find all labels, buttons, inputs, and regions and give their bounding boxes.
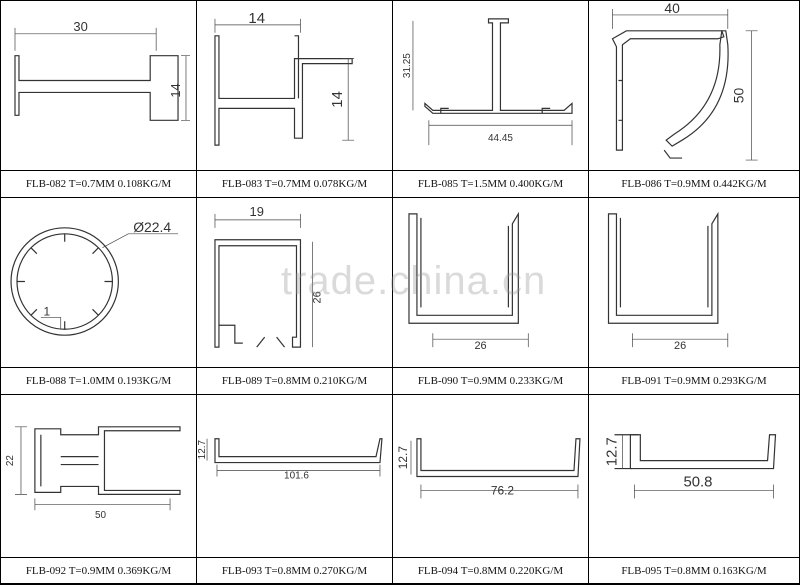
dim-label: 31.25 [402,53,413,78]
profile-caption: FLB-088 T=1.0MM 0.193KG/M [1,368,197,395]
drawing-flb-092: 22 50 [1,395,197,558]
dim-label: Ø22.4 [133,219,171,235]
dim-label: 12.7 [197,440,208,460]
drawing-flb-093: 12.7 101.6 [197,395,393,558]
dim-label: 12.7 [396,446,410,470]
dim-label: 14 [168,83,183,97]
profile-caption: FLB-094 T=0.8MM 0.220KG/M [393,558,589,584]
profile-caption: FLB-092 T=0.9MM 0.369KG/M [1,558,197,584]
dim-label: 50 [95,510,107,521]
dim-label: 12.7 [604,437,620,466]
dim-label: 44.45 [488,133,513,144]
dim-label: 76.2 [491,483,515,497]
dim-label: 26 [311,291,323,303]
drawing-flb-083: 14 14 [197,1,393,171]
profile-caption: FLB-086 T=0.9MM 0.442KG/M [589,171,799,198]
dim-label: 26 [674,340,686,352]
profile-caption: FLB-090 T=0.9MM 0.233KG/M [393,368,589,395]
dim-label: 30 [73,19,87,34]
drawing-flb-094: 12.7 76.2 [393,395,589,558]
dim-label: 1 [43,304,50,318]
drawing-flb-089: 19 26 [197,198,393,368]
profile-caption: FLB-093 T=0.8MM 0.270KG/M [197,558,393,584]
dim-label: 14 [248,11,265,27]
dim-label: 22 [5,455,16,467]
dim-label: 50.8 [683,474,712,490]
dim-label: 26 [474,340,486,352]
drawing-flb-090: 26 [393,198,589,368]
drawing-flb-085: 31.25 44.45 [393,1,589,171]
profile-caption: FLB-089 T=0.8MM 0.210KG/M [197,368,393,395]
dim-label: 101.6 [284,470,309,481]
drawing-flb-088: Ø22.4 1 [1,198,197,368]
drawing-flb-091: 26 [589,198,799,368]
profile-caption: FLB-082 T=0.7MM 0.108KG/M [1,171,197,198]
profile-caption: FLB-091 T=0.9MM 0.293KG/M [589,368,799,395]
drawing-flb-086: 40 50 [589,1,799,171]
dim-label: 50 [731,87,747,103]
profile-caption: FLB-083 T=0.7MM 0.078KG/M [197,171,393,198]
drawing-flb-082: 30 14 [1,1,197,171]
drawing-flb-095: 12.7 50.8 [589,395,799,558]
profile-caption: FLB-095 T=0.8MM 0.163KG/M [589,558,799,584]
dim-label: 40 [664,1,680,16]
profile-caption: FLB-085 T=1.5MM 0.400KG/M [393,171,589,198]
dim-label: 19 [250,204,264,219]
dim-label: 14 [330,91,346,108]
